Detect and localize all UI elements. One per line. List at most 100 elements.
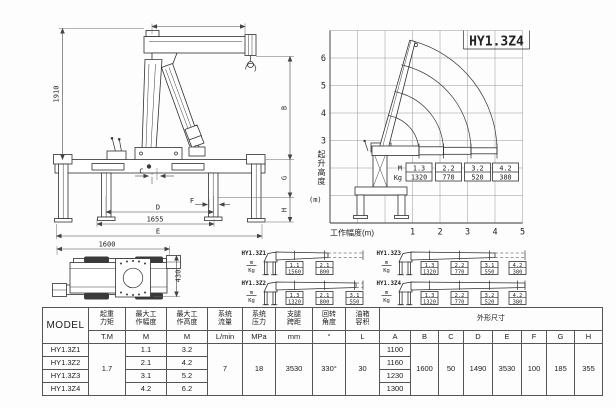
value-a-z2: 1160: [379, 356, 411, 370]
x-axis-ticks: 1 2 3 4 5: [410, 228, 525, 238]
dim-c-label: C: [139, 168, 143, 176]
value-b: 1600: [410, 343, 439, 396]
dim-letter-h: H: [574, 330, 603, 344]
variant-load-box: 3.1 550: [480, 261, 499, 275]
value-radius-z3: 3.1: [125, 369, 167, 383]
variant-load-box: 1.3 1320: [285, 291, 304, 305]
svg-text:2.1: 2.1: [320, 263, 330, 269]
side-view-drawing: 1910 B G H C F D: [53, 23, 294, 239]
value-span: 3530: [275, 343, 313, 396]
variant-load-box: 1.1 1560: [285, 261, 304, 275]
variant-diagram-z3: HY1.3Z3 m Kg 1.3 1320 2.2 770: [377, 250, 527, 275]
load-box: 4.2 380: [492, 162, 519, 182]
dim-h-label: H: [281, 208, 289, 212]
value-h: 355: [574, 343, 603, 396]
dim-letter-e: E: [492, 330, 522, 344]
dim-1910-label: 1910: [53, 86, 61, 103]
svg-text:2.2: 2.2: [455, 293, 465, 299]
svg-text:380: 380: [513, 269, 523, 275]
svg-text:3.1: 3.1: [350, 293, 360, 299]
dim-b-label: B: [281, 106, 289, 110]
dim-letter-g: G: [546, 330, 575, 344]
svg-text:4.2: 4.2: [513, 263, 523, 269]
svg-text:m: m: [385, 290, 389, 296]
y-axis-label: 起升高度: [317, 150, 326, 186]
header-moment: 起重 力矩: [88, 307, 126, 331]
dim-letter-b: B: [410, 330, 439, 344]
unit-m2: M: [166, 330, 208, 344]
working-range-chart: HY1.3Z4: [321, 30, 530, 238]
variant-load-box: 3.2 520: [480, 291, 499, 305]
svg-text:4.2: 4.2: [499, 164, 511, 172]
bolt-dots: [120, 260, 146, 296]
header-max-height: 最大工 作高度: [166, 307, 208, 331]
dim-letter-f: F: [521, 330, 547, 344]
variant-name: HY1.3Z2: [242, 281, 267, 287]
dim-f-label: F: [190, 197, 194, 205]
unit-deg: °: [312, 330, 346, 344]
unit-mm: mm: [275, 330, 313, 344]
raised-boom: [378, 39, 418, 153]
svg-text:3: 3: [465, 228, 470, 238]
svg-text:1560: 1560: [288, 269, 301, 275]
svg-text:770: 770: [455, 269, 465, 275]
svg-text:3.2: 3.2: [471, 164, 483, 172]
value-a-z4: 1300: [379, 382, 411, 396]
svg-text:1320: 1320: [288, 299, 301, 305]
svg-text:2.2: 2.2: [442, 164, 454, 172]
svg-text:m: m: [385, 260, 389, 266]
svg-text:Kg: Kg: [248, 268, 255, 274]
svg-text:550: 550: [350, 299, 360, 305]
value-a-z3: 1230: [379, 369, 411, 383]
header-flow: 系统 流量: [207, 307, 243, 331]
svg-text:380: 380: [499, 174, 511, 182]
svg-text:3: 3: [321, 136, 326, 146]
unit-mpa: MPa: [242, 330, 276, 344]
dim-1600-label: 1600: [99, 241, 116, 249]
svg-text:2.2: 2.2: [455, 263, 465, 269]
variant-load-box: 4.2 380: [508, 291, 527, 305]
svg-text:800: 800: [320, 269, 330, 275]
value-height-z1: 3.2: [166, 343, 208, 357]
value-d: 1490: [463, 343, 493, 396]
value-pressure: 18: [242, 343, 276, 396]
control-levers: [106, 137, 127, 161]
value-g: 185: [546, 343, 575, 396]
value-c: 50: [438, 343, 464, 396]
svg-text:5: 5: [321, 81, 326, 91]
header-tank: 油箱 容积: [345, 307, 380, 331]
variant-load-box: 2.1 800: [315, 291, 334, 305]
value-height-z4: 6.2: [166, 382, 208, 396]
svg-text:550: 550: [485, 269, 495, 275]
variant-name: HY1.3Z4: [377, 281, 402, 287]
variant-load-box: 3.1 550: [345, 291, 364, 305]
table-row: HY1.3Z1 1.7 1.1 3.2 7 18 3530 330° 30 11…: [42, 343, 603, 396]
svg-text:380: 380: [513, 299, 523, 305]
variant-diagram-z4: HY1.3Z4 m Kg 1.3 1320 2.2 770 3.2: [377, 280, 527, 305]
model-z3: HY1.3Z3: [42, 369, 89, 383]
svg-text:1320: 1320: [423, 299, 436, 305]
unit-l: L: [345, 330, 380, 344]
extended-boom: [371, 143, 498, 159]
model-z1: HY1.3Z1: [42, 343, 89, 357]
hook: [245, 55, 257, 72]
table-row: HY1.3Z4 4.2 6.2 1300: [42, 382, 603, 396]
header-max-radius: 最大工 作幅度: [125, 307, 167, 331]
svg-text:6: 6: [321, 54, 326, 64]
header-pressure: 系统 压力: [242, 307, 276, 331]
load-arcs: [392, 40, 498, 152]
x-axis-label: 工作幅度(m): [330, 228, 374, 238]
load-label-m: M: [398, 165, 402, 173]
variant-load-box: 2.1 800: [315, 261, 334, 275]
svg-text:800: 800: [320, 299, 330, 305]
svg-text:2.1: 2.1: [320, 293, 330, 299]
svg-text:4: 4: [321, 109, 326, 119]
y-axis-unit: (m): [309, 196, 322, 204]
header-overall-dims: 外形尺寸: [379, 307, 603, 331]
variant-load-box: 1.3 1320: [420, 261, 439, 275]
svg-text:1320: 1320: [411, 174, 427, 182]
svg-text:1.3: 1.3: [290, 293, 300, 299]
svg-text:2: 2: [437, 228, 442, 238]
variant-load-box: 2.2 770: [450, 291, 469, 305]
